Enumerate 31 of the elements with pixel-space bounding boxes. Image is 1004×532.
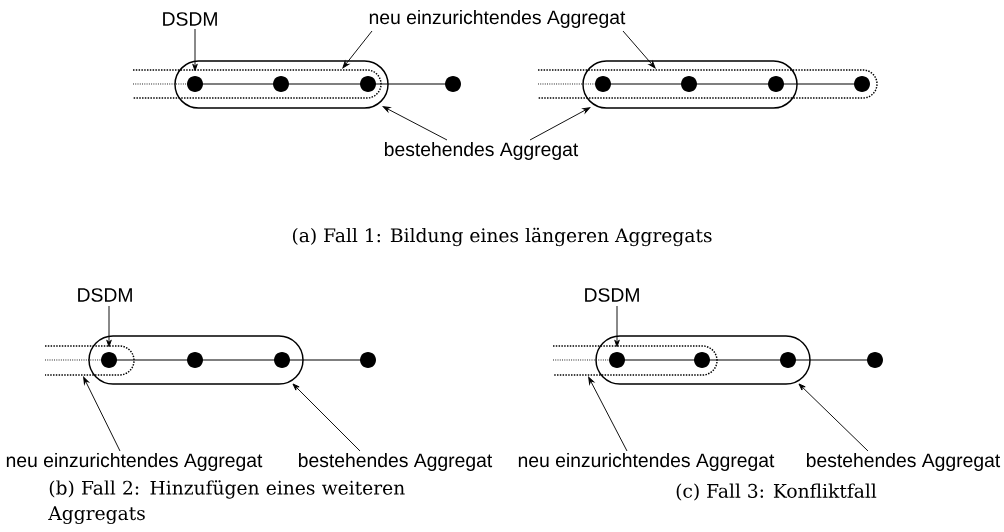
rounded-outline xyxy=(595,335,811,385)
leader-arrow xyxy=(529,107,591,141)
rounded-outline xyxy=(88,335,304,385)
leader-arrow xyxy=(83,376,121,452)
label-text: DSDM xyxy=(585,288,639,302)
leader-arrow xyxy=(382,106,448,141)
label-text: bestehendes Aggregat xyxy=(385,142,579,160)
caption: (a) Fall 1: Bildung eines längeren Aggregats xyxy=(292,227,712,247)
label-text: DSDM xyxy=(78,288,132,302)
rounded-outline xyxy=(174,60,389,109)
label-text: neu einzurichtendes Aggregat xyxy=(369,10,626,28)
leader-arrow xyxy=(798,383,869,452)
label-text: neu einzurichtendes Aggregat xyxy=(518,453,775,471)
rounded-outline xyxy=(582,60,798,109)
dotted-outline xyxy=(552,345,718,376)
leader-arrow xyxy=(342,30,373,69)
label-text: bestehendes Aggregat xyxy=(806,453,1001,471)
leader-arrow xyxy=(614,305,620,348)
label-text: bestehendes Aggregat xyxy=(299,453,493,471)
label-text: DSDM xyxy=(163,12,217,26)
caption: (c) Fall 3: Konfliktfall xyxy=(676,483,877,501)
dotted-outline xyxy=(44,345,135,376)
caption: (b) Fall 2: Hinzufügen eines weiteren Aggregats xyxy=(48,480,405,525)
leader-arrow xyxy=(192,28,198,72)
dotted-outline xyxy=(537,69,878,99)
leader-arrow xyxy=(106,305,112,348)
label-text: neu einzurichtendes Aggregat xyxy=(6,453,263,471)
leader-arrow xyxy=(292,383,361,452)
leader-arrow xyxy=(622,30,656,69)
leader-arrow xyxy=(588,376,628,452)
dotted-outline xyxy=(132,69,382,99)
